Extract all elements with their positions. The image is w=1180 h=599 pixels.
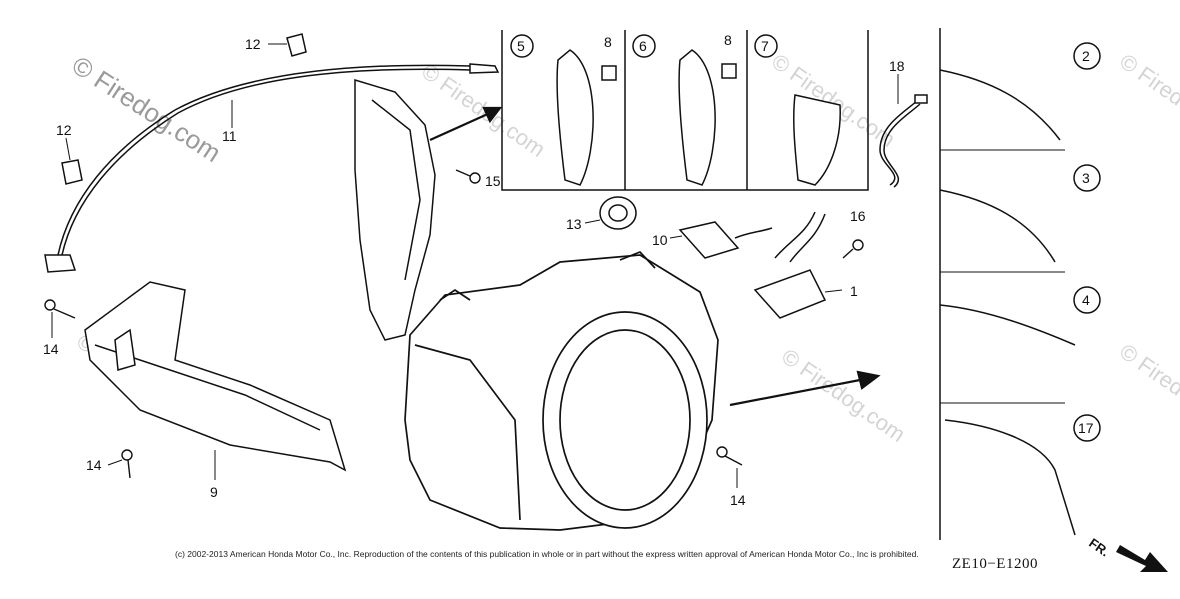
callout-13: 13 — [566, 216, 582, 232]
callout-1: 1 — [850, 283, 858, 299]
callout-labels: 1 9 10 11 12 12 13 14 14 14 15 16 18 5 6… — [43, 32, 1094, 508]
watermark-main: © Firedog.com — [67, 50, 227, 168]
callout-14-left: 14 — [43, 341, 59, 357]
callout-9: 9 — [210, 484, 218, 500]
part-9-lower-shroud — [84, 281, 347, 480]
part-14-bolt — [44, 299, 743, 488]
front-marker-label: FR. — [1086, 535, 1112, 559]
part-15-screw — [455, 169, 481, 184]
part-10-switch — [669, 221, 773, 259]
part-1-igniter — [753, 211, 843, 319]
inset-label-5: 5 — [517, 38, 525, 54]
part-11-cable — [44, 63, 500, 273]
view-label-2: 2 — [1082, 48, 1090, 64]
inset-label-6: 6 — [639, 38, 647, 54]
callout-12-top: 12 — [245, 36, 261, 52]
diagram-code: ZE10−E1200 — [952, 556, 1038, 572]
part-18-wire — [879, 74, 928, 188]
watermark-text: © Firedog.com — [777, 344, 910, 447]
part-12-clip — [61, 33, 307, 185]
view-label-4: 4 — [1082, 292, 1090, 308]
callout-15: 15 — [485, 173, 501, 189]
side-views — [939, 28, 1101, 540]
part-16-bolt — [842, 239, 864, 259]
inset-label-7: 7 — [761, 38, 769, 54]
fan-cover — [404, 250, 719, 531]
front-arrow: FR. — [1086, 535, 1168, 572]
callout-11: 11 — [222, 128, 237, 144]
view-label-17: 17 — [1078, 420, 1094, 436]
watermark-text: © Firedog.com — [1115, 49, 1180, 152]
callout-8-second: 8 — [724, 32, 732, 48]
part-13-grommet — [584, 196, 637, 230]
view-label-3: 3 — [1082, 170, 1090, 186]
callout-10: 10 — [652, 232, 668, 248]
callout-18: 18 — [889, 58, 905, 74]
copyright-notice: (c) 2002-2013 American Honda Motor Co., … — [175, 549, 919, 559]
inset-panels — [501, 30, 869, 191]
callout-16: 16 — [850, 208, 866, 224]
watermark-text: © Firedog.com — [1115, 339, 1180, 442]
callout-14-center: 14 — [730, 492, 746, 508]
watermark-text: © Firedog.com — [417, 59, 550, 162]
pointer-arrows — [429, 106, 881, 407]
callout-14-lower: 14 — [86, 457, 102, 473]
callout-12-left: 12 — [56, 122, 72, 138]
baffle-plate — [354, 78, 436, 341]
callout-8-first: 8 — [604, 34, 612, 50]
